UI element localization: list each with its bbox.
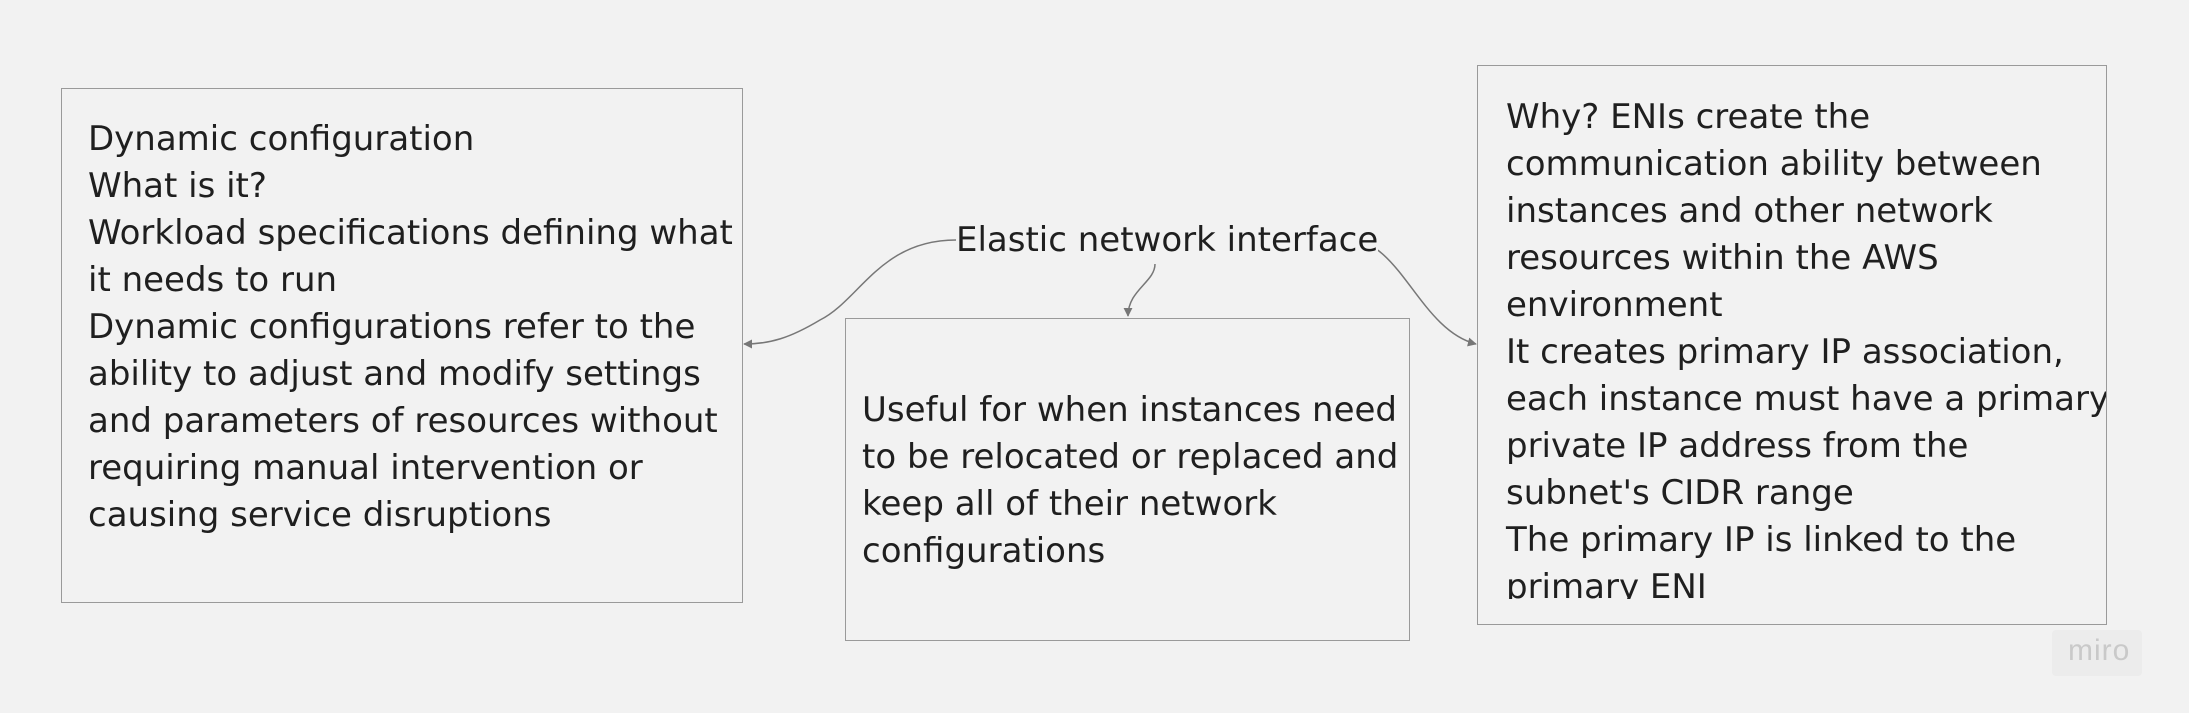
- text-line: and parameters of resources without: [88, 401, 718, 441]
- text-line: Why? ENIs create the: [1506, 97, 1871, 137]
- text-line: subnet's CIDR range: [1506, 473, 1854, 513]
- sticky-box-dynamic-configuration[interactable]: Dynamic configuration What is it? Worklo…: [61, 88, 743, 603]
- box-text: Useful for when instances need to be rel…: [862, 387, 1398, 575]
- text-line: primary ENI: [1506, 567, 1707, 599]
- text-line: Useful for when instances need: [862, 390, 1398, 430]
- text-line: private IP address from the: [1506, 426, 1969, 466]
- text-line: to be relocated or replaced and: [862, 437, 1399, 477]
- box-text: Dynamic configuration What is it? Worklo…: [88, 116, 733, 539]
- box-text: Why? ENIs create the communication abili…: [1506, 94, 2107, 599]
- text-line: causing service disruptions: [88, 495, 552, 535]
- miro-watermark: miro: [2052, 630, 2142, 676]
- text-line: It creates primary IP association,: [1506, 332, 2064, 372]
- connector-center-to-middle[interactable]: [1123, 263, 1156, 317]
- text-line: What is it?: [88, 166, 267, 206]
- text-line: resources within the AWS: [1506, 238, 1939, 278]
- text-line: communication ability between: [1506, 144, 2042, 184]
- text-line: Dynamic configurations refer to the: [88, 307, 696, 347]
- text-line: Dynamic configuration: [88, 119, 475, 159]
- text-line: ability to adjust and modify settings: [88, 354, 701, 394]
- text-line: The primary IP is linked to the: [1506, 520, 2017, 560]
- text-line: it needs to run: [88, 260, 338, 300]
- sticky-box-why-enis[interactable]: Why? ENIs create the communication abili…: [1477, 65, 2107, 625]
- center-node-elastic-network-interface[interactable]: Elastic network interface: [956, 217, 1379, 264]
- text-line: environment: [1506, 285, 1723, 325]
- text-line: Workload specifications defining what: [88, 213, 733, 253]
- watermark-text: miro: [2068, 634, 2131, 667]
- box-text-clip: Why? ENIs create the communication abili…: [1478, 66, 2107, 599]
- text-line: each instance must have a primary: [1506, 379, 2107, 419]
- text-line: configurations: [862, 531, 1106, 571]
- text-line: requiring manual intervention or: [88, 448, 643, 488]
- text-line: keep all of their network: [862, 484, 1277, 524]
- sticky-box-use-case[interactable]: Useful for when instances need to be rel…: [845, 318, 1410, 641]
- text-line: instances and other network: [1506, 191, 1993, 231]
